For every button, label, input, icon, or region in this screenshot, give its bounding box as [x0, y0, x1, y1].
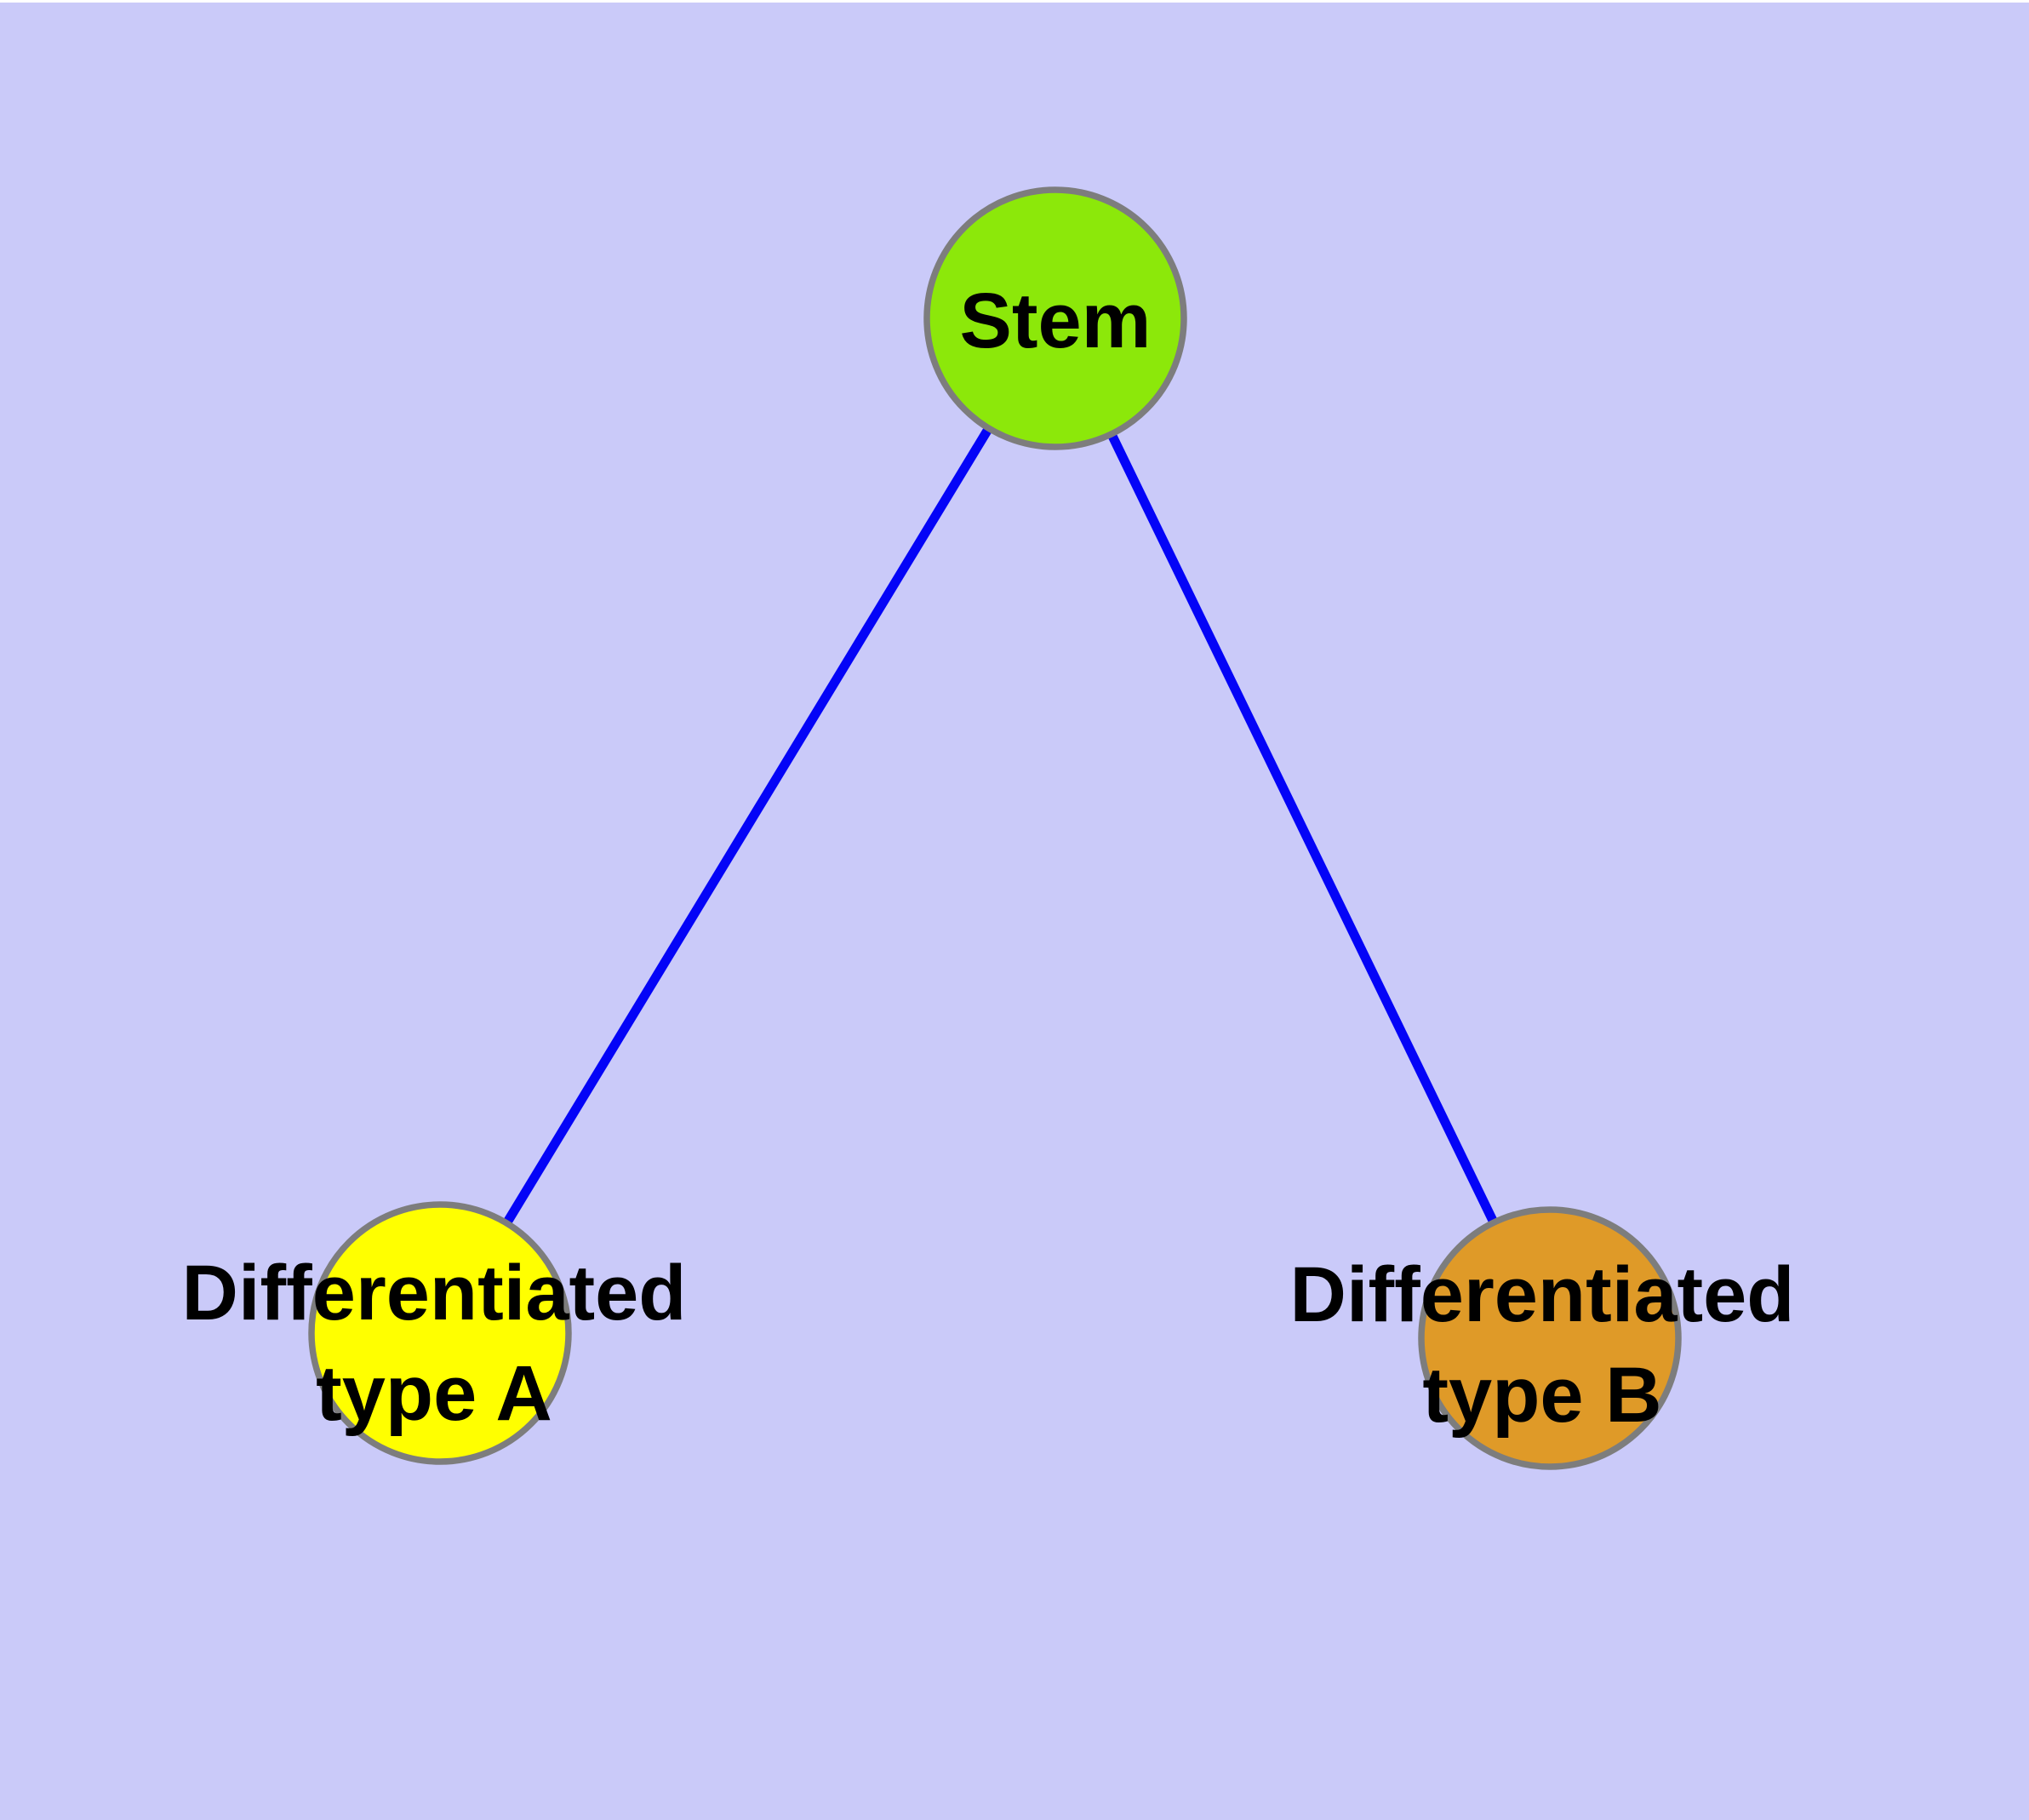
- node-type-b-label-line1: Differentiated: [1290, 1251, 1795, 1338]
- edge-stem-to-type-a: [436, 316, 1060, 1336]
- node-type-a-label-line1: Differentiated: [182, 1250, 687, 1336]
- node-stem: [923, 186, 1187, 450]
- node-type-a-label-line2: type A: [316, 1350, 552, 1437]
- node-stem-label: Stem: [960, 278, 1152, 364]
- node-differentiated-type-a: [308, 1201, 572, 1465]
- top-white-strip: [0, 0, 2029, 3]
- edge-stem-to-type-b: [1051, 316, 1554, 1341]
- node-type-b-label-line2: type B: [1422, 1352, 1661, 1439]
- node-differentiated-type-b: [1418, 1206, 1682, 1470]
